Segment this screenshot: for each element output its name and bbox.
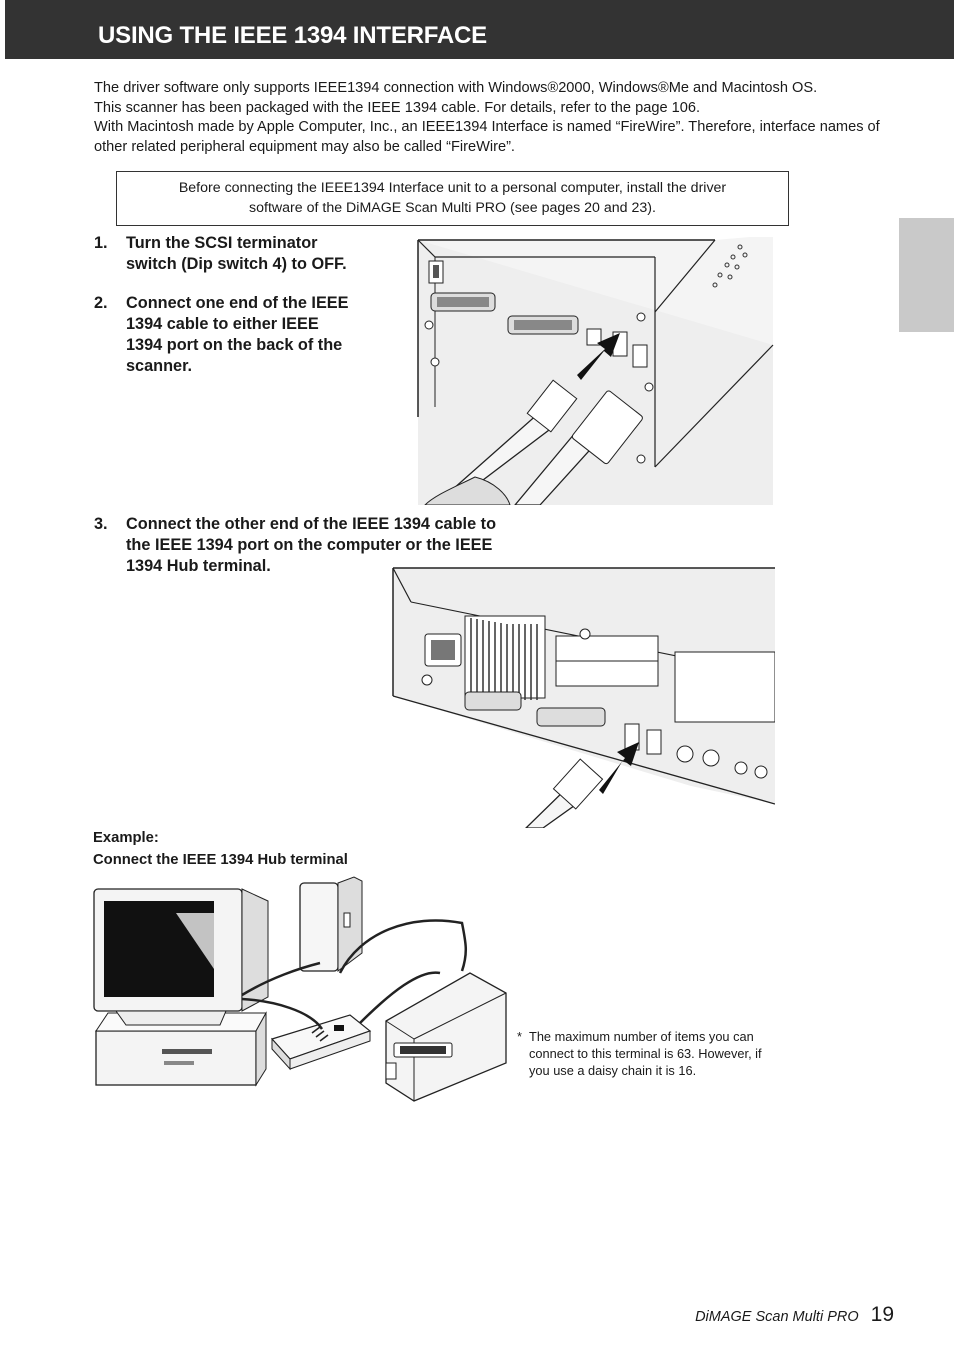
example-caption: Connect the IEEE 1394 Hub terminal <box>93 852 348 868</box>
step-line: scanner. <box>126 357 193 375</box>
notice-box: Before connecting the IEEE1394 Interface… <box>116 171 789 226</box>
step-line: 1394 Hub terminal. <box>126 557 271 575</box>
page-title: USING THE IEEE 1394 INTERFACE <box>98 22 487 49</box>
step-line: Turn the SCSI terminator <box>126 234 318 252</box>
notice-line: Before connecting the IEEE1394 Interface… <box>178 180 727 196</box>
intro-text: The driver software only supports IEEE13… <box>94 79 904 157</box>
footnote-line: you use a daisy chain it is 16. <box>529 1063 697 1078</box>
step-line: 1394 port on the back of the <box>126 336 343 354</box>
footnote-marker: * <box>517 1029 522 1044</box>
page-number: 19 <box>870 1303 894 1326</box>
step-line: Connect one end of the IEEE <box>126 294 349 312</box>
footnote-line: The maximum number of items you can <box>529 1029 754 1044</box>
scanner-back-illustration <box>417 237 774 505</box>
step-number: 1. <box>94 234 108 252</box>
header-bar <box>5 0 954 59</box>
computer-back-illustration <box>392 567 775 828</box>
intro-line: This scanner has been packaged with the … <box>94 99 701 116</box>
step-line: 1394 cable to either IEEE <box>126 315 319 333</box>
step-line: Connect the other end of the IEEE 1394 c… <box>126 515 497 533</box>
step-number: 2. <box>94 294 108 312</box>
step-number: 3. <box>94 515 108 533</box>
intro-line: With Macintosh made by Apple Computer, I… <box>94 119 880 155</box>
step-line: switch (Dip switch 4) to OFF. <box>126 255 347 273</box>
notice-line: software of the DiMAGE Scan Multi PRO (s… <box>249 199 656 216</box>
section-tab <box>899 218 954 332</box>
step-line: the IEEE 1394 port on the computer or th… <box>126 536 493 554</box>
example-label: Example: <box>93 830 159 846</box>
page-footer: DiMAGE Scan Multi PRO 19 <box>695 1303 894 1327</box>
intro-line: The driver software only supports IEEE13… <box>94 80 818 96</box>
footnote-line: connect to this terminal is 63. However,… <box>529 1046 762 1061</box>
product-name: DiMAGE Scan Multi PRO <box>695 1309 859 1325</box>
hub-connection-illustration <box>93 876 507 1102</box>
example-heading: Example: Connect the IEEE 1394 Hub termi… <box>93 827 348 871</box>
